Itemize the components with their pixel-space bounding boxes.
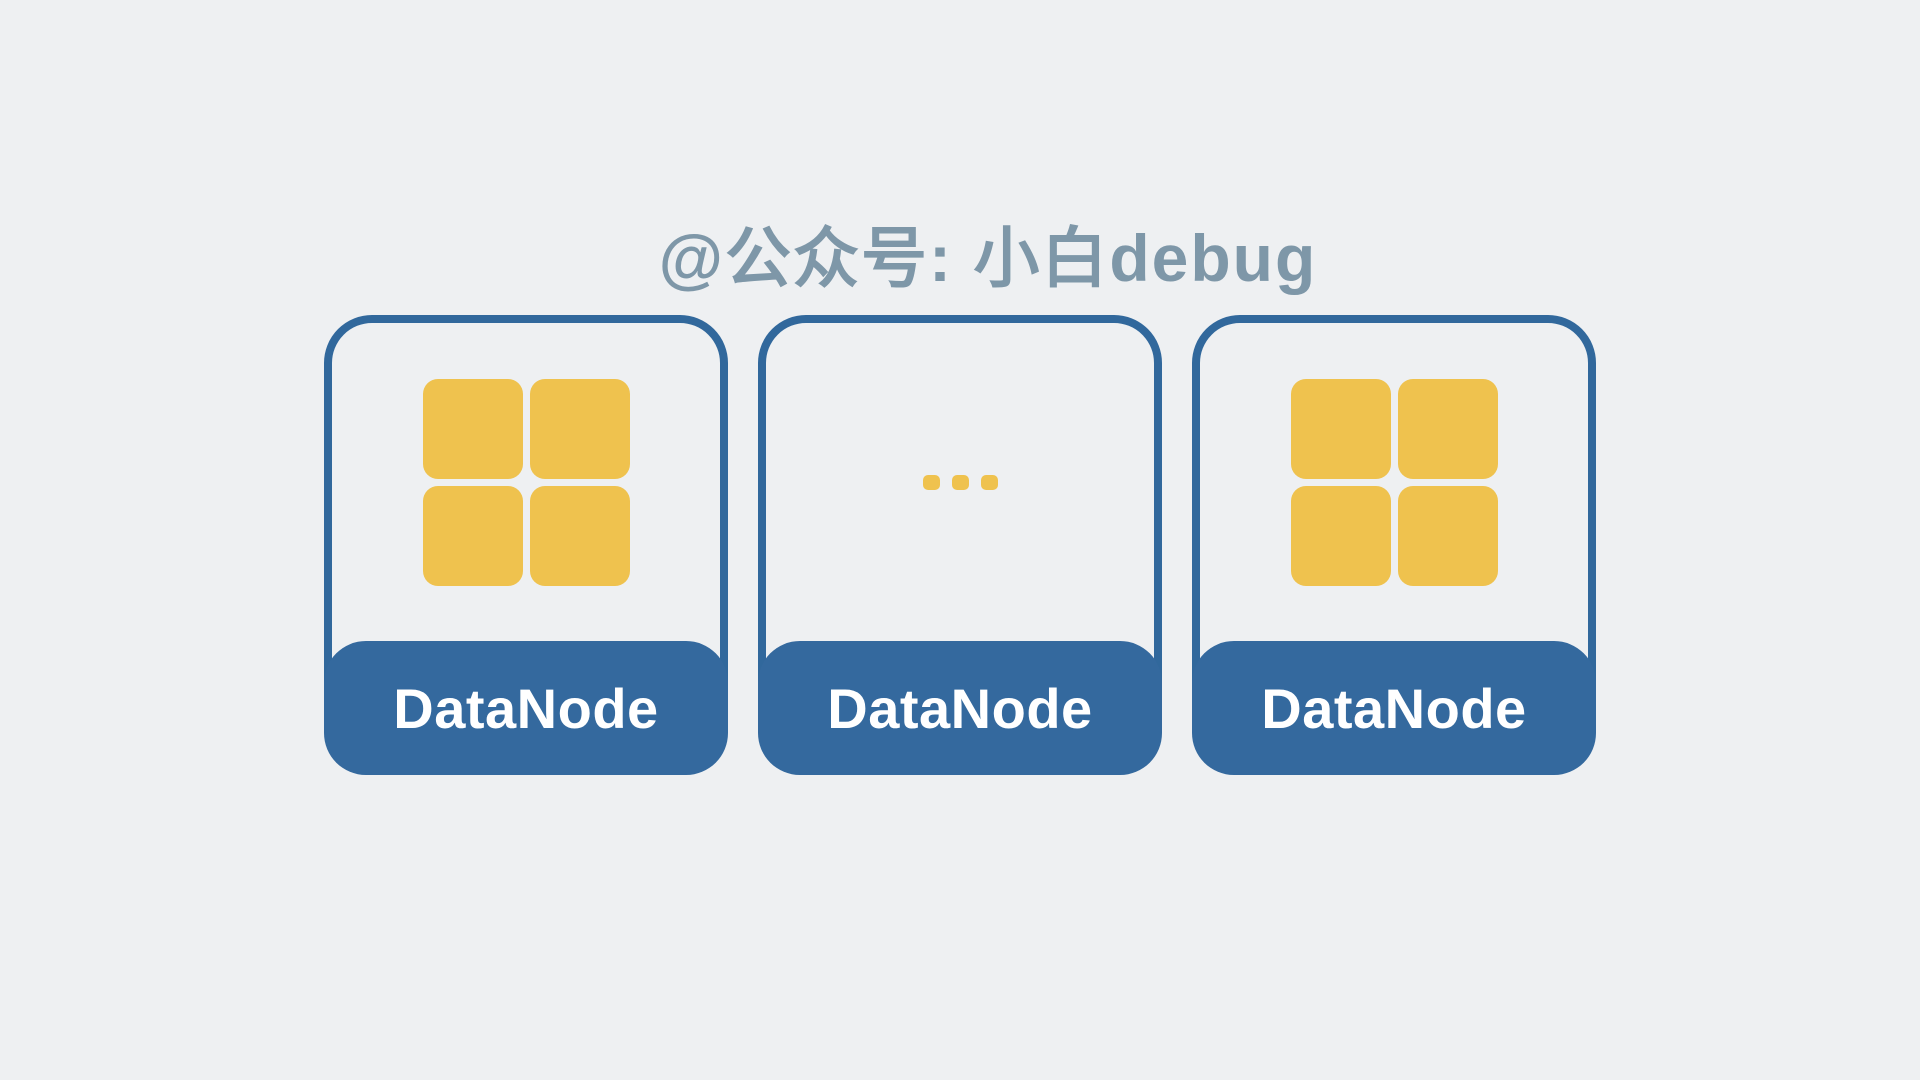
ellipsis-dot-icon (980, 474, 998, 490)
data-blocks-grid (1290, 378, 1498, 586)
datanode-card-middle-body (766, 323, 1154, 641)
datanode-row: DataNode DataNode (324, 315, 1596, 775)
data-block-icon (529, 485, 630, 586)
datanode-footer: DataNode (1192, 641, 1596, 775)
datanode-card-right: DataNode (1192, 315, 1596, 775)
datanode-card-left-body (332, 323, 720, 641)
data-block-icon (1397, 485, 1498, 586)
datanode-label: DataNode (393, 676, 659, 740)
datanode-card-left: DataNode (324, 315, 728, 775)
data-block-icon (422, 378, 523, 479)
data-blocks-grid (422, 378, 630, 586)
datanode-footer: DataNode (324, 641, 728, 775)
datanode-label: DataNode (1261, 676, 1527, 740)
datanode-card-middle: DataNode (758, 315, 1162, 775)
diagram-stack: @公众号: 小白debug DataNode (324, 221, 1596, 775)
datanode-card-right-body (1200, 323, 1588, 641)
ellipsis-dot-icon (951, 474, 969, 490)
watermark-text: @公众号: 小白debug (658, 221, 1318, 295)
datanode-footer: DataNode (758, 641, 1162, 775)
data-block-icon (1290, 485, 1391, 586)
datanode-label: DataNode (827, 676, 1093, 740)
data-block-icon (1397, 378, 1498, 479)
ellipsis-dot-icon (922, 474, 940, 490)
data-block-icon (1290, 378, 1391, 479)
data-block-icon (529, 378, 630, 479)
data-block-icon (422, 485, 523, 586)
ellipsis-icon (922, 474, 998, 490)
